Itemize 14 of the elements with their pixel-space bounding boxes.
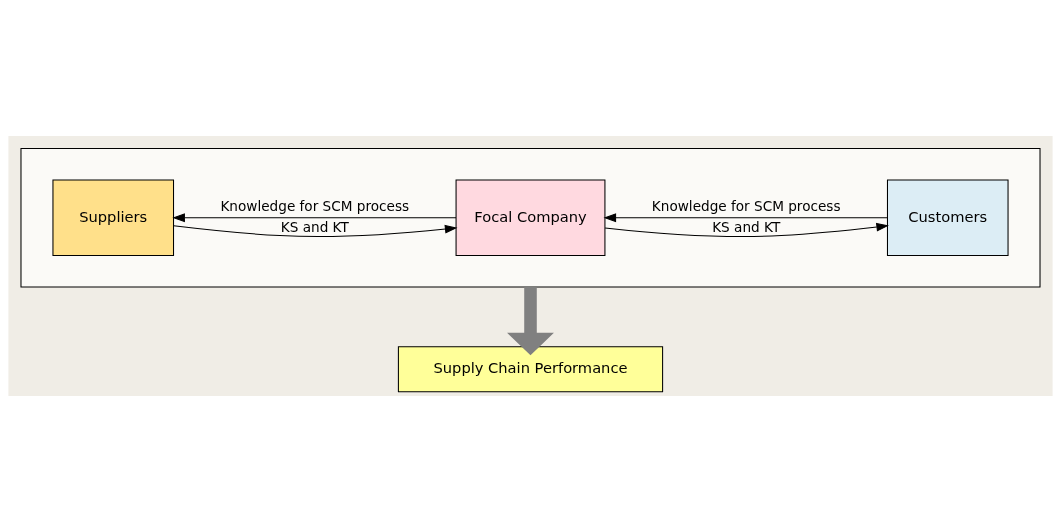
cluster — [20, 148, 1041, 288]
edge-label: KS and KT — [712, 218, 781, 235]
edge-label: KS and KT — [280, 218, 349, 235]
arrow — [603, 213, 888, 223]
node-box: Suppliers — [52, 179, 175, 257]
edge-label: Knowledge for SCM process — [220, 197, 410, 214]
node-box: Supply Chain Performance — [397, 346, 664, 393]
arrow — [604, 222, 889, 238]
arrow — [507, 286, 554, 356]
node-box: Customers — [886, 179, 1009, 257]
arrow — [173, 224, 458, 238]
edge-label: Knowledge for SCM process — [651, 197, 841, 214]
node-box: Focal Company — [455, 179, 606, 257]
arrow — [172, 213, 457, 223]
